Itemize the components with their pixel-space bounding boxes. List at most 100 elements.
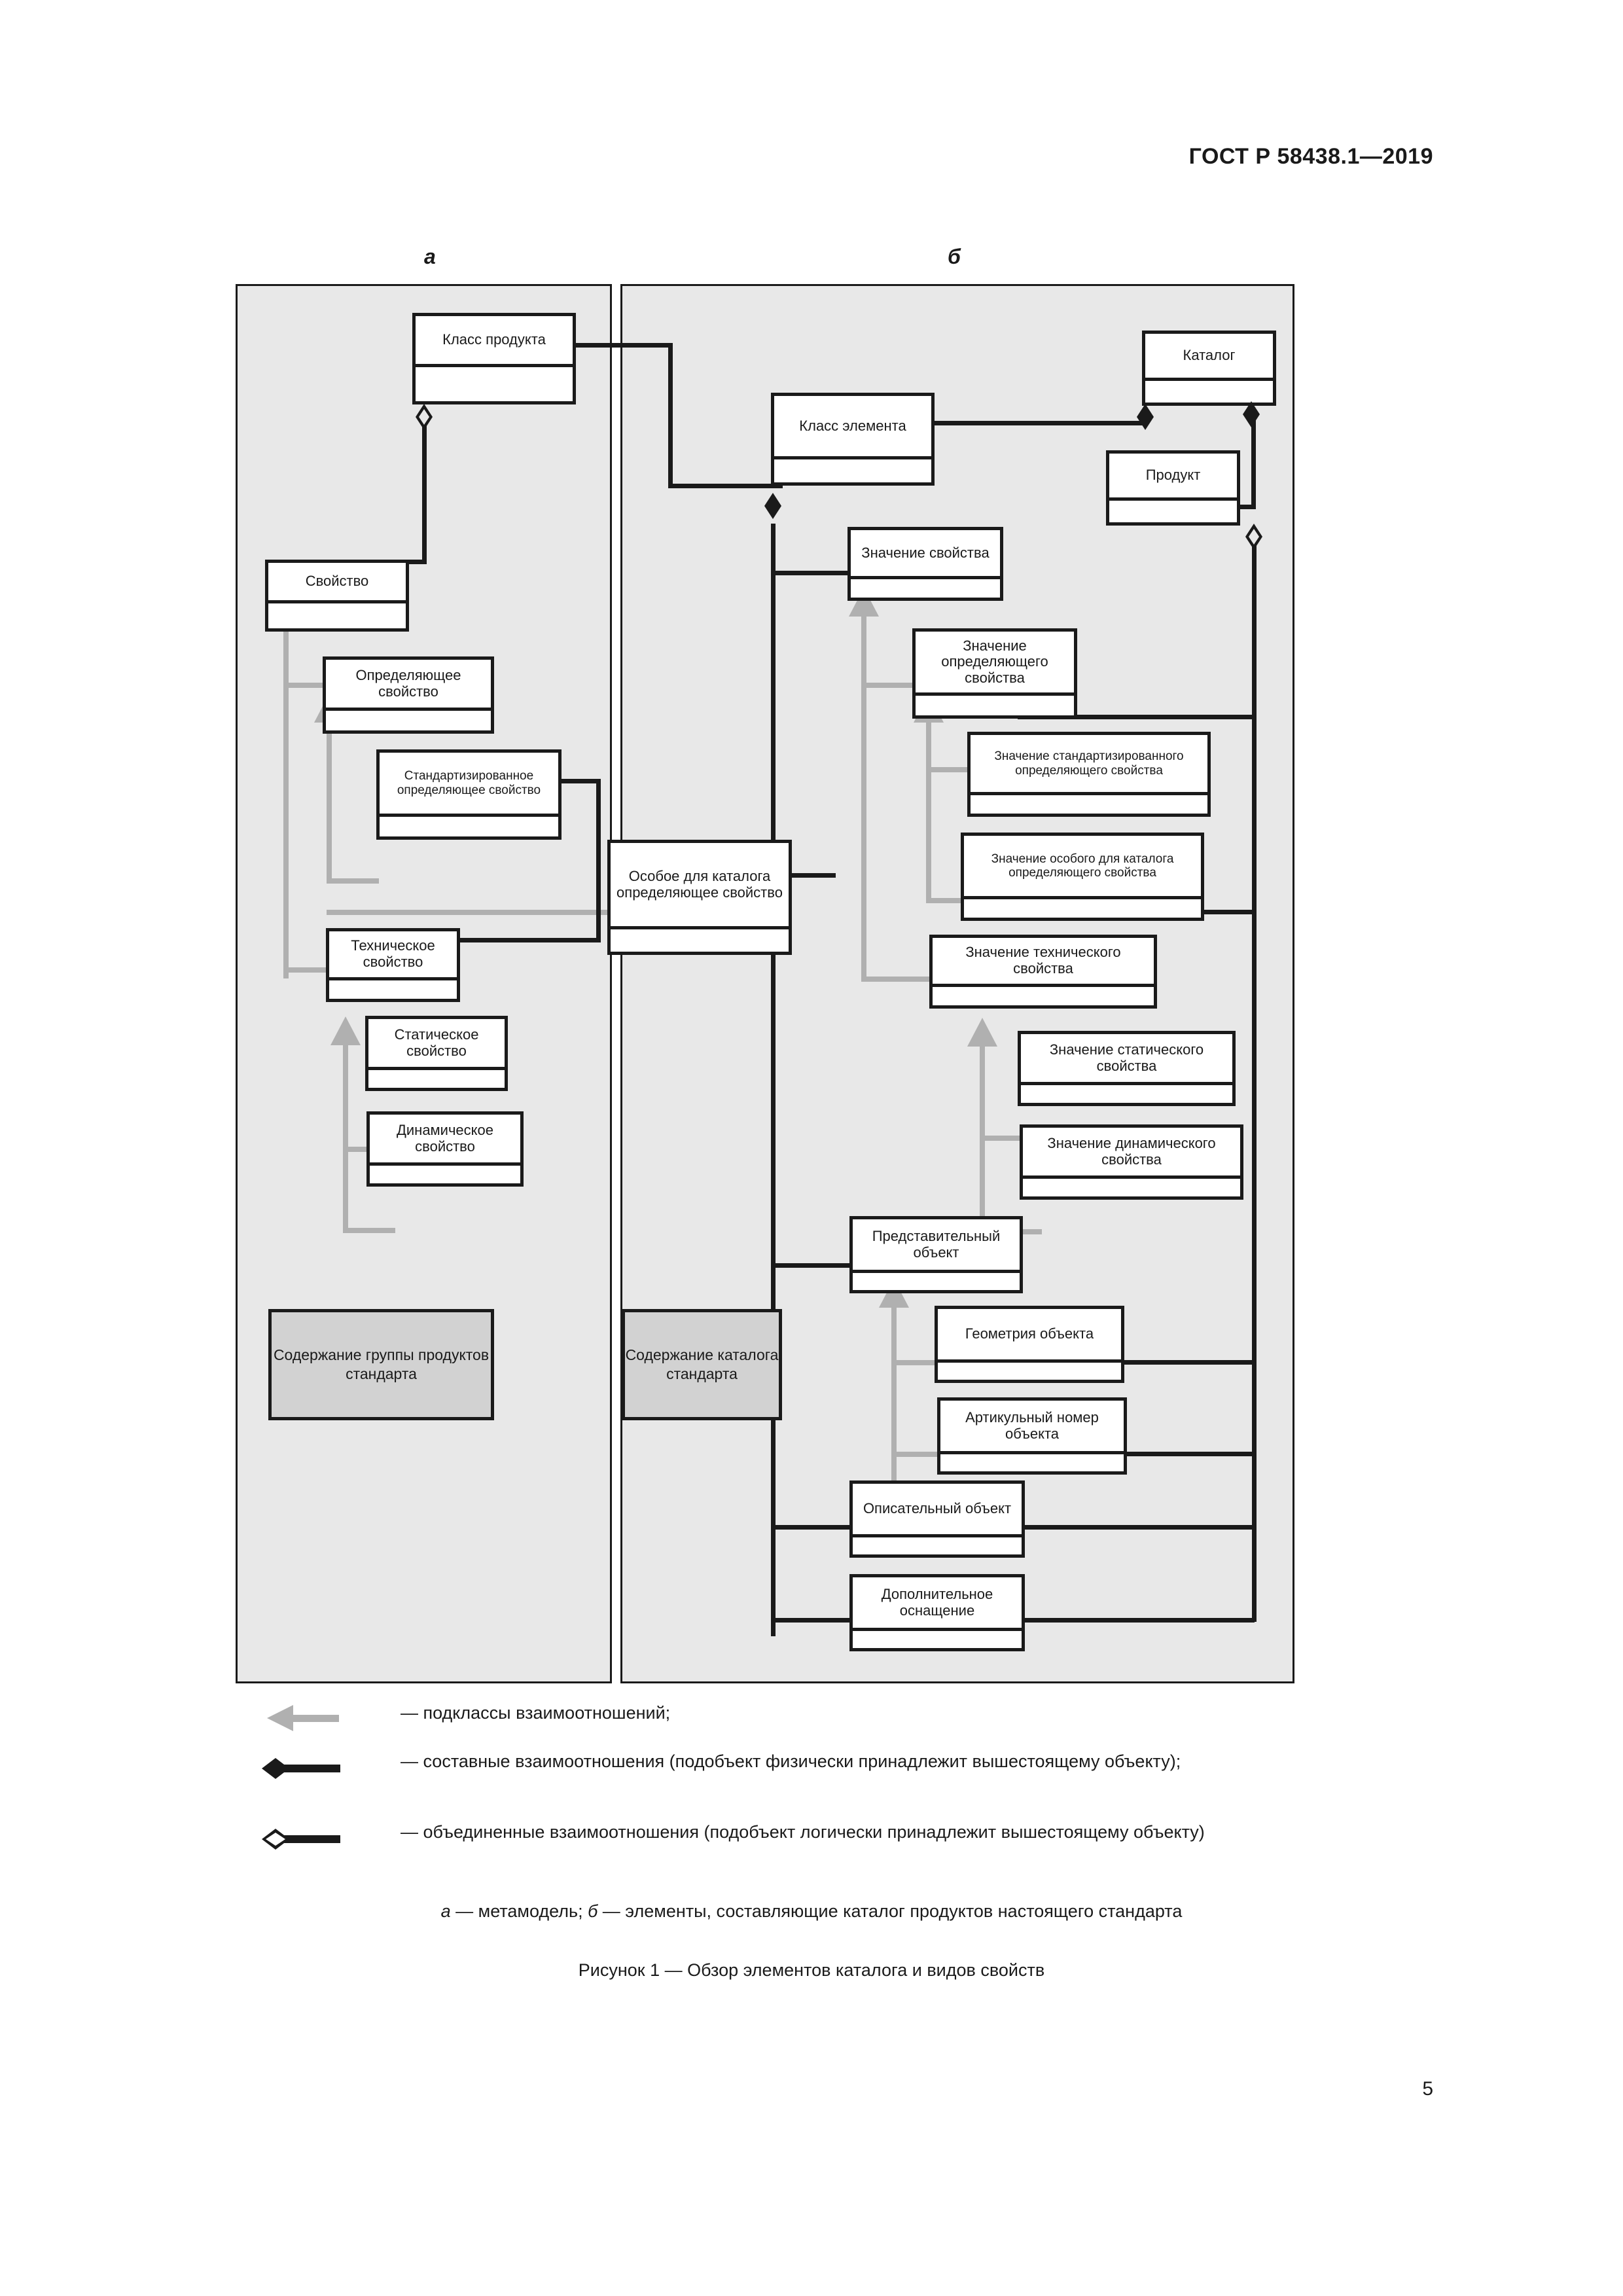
generalization-spine-property [283,602,289,978]
class-box-dynamic-property-value[interactable]: Значение динамического свойства [1020,1124,1243,1200]
class-title: Статическое свойство [368,1019,505,1070]
generalization-spine-defining-property-value [926,720,931,903]
branch-representative-object [771,1263,849,1268]
class-box-defining-property-value[interactable]: Значение определяющего свойства [912,628,1077,719]
class-title: Свойство [268,563,406,603]
connector-catalog-specific-defining-property-stub [795,873,836,878]
generalization-link-catalog-specific-defining-property-value [926,898,969,903]
class-box-static-property-value[interactable]: Значение статического свойства [1018,1031,1236,1106]
legend-text-aggregation: — объединенные взаимоотношения (подобъек… [401,1822,1205,1842]
generalization-link-standardized-defining-property [327,878,379,884]
class-box-static-property[interactable]: Статическое свойство [365,1016,508,1091]
class-title: Значение особого для каталога определяющ… [964,836,1201,899]
legend-text-composition: — составные взаимоотношения (подобъект ф… [401,1751,1181,1771]
class-title: Продукт [1109,454,1237,501]
class-title: Артикульный номер объекта [940,1401,1124,1454]
generalization-link-defining-property [283,683,326,688]
panel-label-a: а [424,245,436,268]
class-attributes [380,817,558,901]
class-attributes [416,367,573,452]
class-title: Значение статического свойства [1021,1034,1232,1085]
branch-descriptive-object [975,1525,1255,1530]
connector-product-class-to-element-class-h2 [668,484,783,488]
figure-caption: Рисунок 1 — Обзор элементов каталога и в… [578,1960,1045,1980]
composition-diamond-element-class-trunk [764,493,781,519]
legend-marker-aggregation-icon [262,1826,340,1852]
class-title: Значение динамического свойства [1023,1128,1240,1179]
legend-text-subclass: — подклассы взаимоотношений; [401,1703,671,1723]
class-box-standardized-defining-property-value[interactable]: Значение стандартизированного определяющ… [967,732,1211,817]
connector-technical-property-right [438,938,601,942]
class-title: Значение определяющего свойства [916,632,1074,696]
branch-property-value [771,571,849,575]
generalization-link-technical-property-value [861,977,940,982]
branch-additional-equipment [975,1618,1255,1623]
class-attributes [370,1166,520,1234]
class-box-property[interactable]: Свойство [265,560,409,632]
generalization-spine-defining-property [327,720,332,884]
connector-product-class-to-element-class-v [668,343,673,488]
class-box-technical-property[interactable]: Техническое свойство [326,928,460,1002]
page-number: 5 [1422,2078,1433,2100]
class-title: Значение свойства [851,530,1000,579]
class-title: Каталог [1145,334,1273,381]
figure-note-b-mark: б [588,1901,598,1921]
class-attributes [611,929,789,1038]
class-box-technical-property-value[interactable]: Значение технического свойства [929,935,1157,1009]
class-box-property-value[interactable]: Значение свойства [847,527,1003,601]
generalization-link-defining-property-value [861,683,914,688]
class-box-standardized-defining-property[interactable]: Стандартизированное определяющее свойств… [376,749,562,840]
trunk-element-class-vertical [771,524,776,1636]
connector-product-class-property-v [422,424,427,563]
class-box-dynamic-property[interactable]: Динамическое свойство [366,1111,524,1187]
class-attributes [1023,1179,1240,1247]
content-box-product-group[interactable]: Содержание группы продуктов стандарта [268,1309,494,1420]
class-attributes [1109,501,1237,569]
generalization-link-dynamic-property [343,1228,395,1233]
connector-standardized-defining-property-v [596,779,601,942]
composition-diamond-catalog-product [1243,401,1260,427]
class-title: Стандартизированное определяющее свойств… [380,753,558,817]
generalization-link-catalog-specific-defining-property [327,910,615,915]
connector-element-class-to-catalog [933,421,1145,425]
content-box-catalog[interactable]: Содержание каталога стандарта [622,1309,782,1420]
connector-product-class-to-element-class-h1 [576,343,673,348]
class-title: Динамическое свойство [370,1115,520,1166]
class-box-descriptive-object[interactable]: Описательный объект [849,1480,1025,1558]
generalization-link-standardized-defining-property-value [926,767,969,772]
class-box-catalog[interactable]: Каталог [1142,331,1276,406]
class-title: Техническое свойство [329,931,457,980]
aggregation-diamond-product-class-property [416,404,433,430]
generalization-spine-technical-property [343,1043,348,1233]
class-title: Класс продукта [416,316,573,367]
generalization-link-static-property-value [980,1136,1042,1141]
legend-marker-subclass-arrow-icon [267,1705,339,1731]
class-box-element-class[interactable]: Класс элемента [771,393,935,486]
branch-descriptive-object-left [771,1525,849,1530]
class-box-product[interactable]: Продукт [1106,450,1240,526]
class-title: Значение технического свойства [933,938,1154,987]
class-box-catalog-specific-defining-property[interactable]: Особое для каталога определяющее свойств… [607,840,792,955]
figure-note-b-text: — элементы, составляющие каталог продукт… [597,1901,1183,1921]
document-header: ГОСТ Р 58438.1—2019 [1188,144,1433,169]
branch-additional-equipment-left [771,1618,849,1623]
trunk-product-vertical [1252,543,1257,1622]
branch-object-article-number [1056,1452,1255,1456]
class-box-object-geometry[interactable]: Геометрия объекта [935,1306,1124,1383]
composition-diamond-catalog-element [1137,404,1154,430]
class-box-defining-property[interactable]: Определяющее свойство [323,656,494,734]
class-box-additional-equipment[interactable]: Дополнительное оснащение [849,1574,1025,1651]
class-box-representative-object[interactable]: Представительный объект [849,1216,1023,1293]
legend-marker-composition-icon [262,1755,340,1782]
class-title: Геометрия объекта [938,1309,1121,1363]
class-box-product-class[interactable]: Класс продукта [412,313,576,404]
generalization-arrow-technical-property [330,1016,361,1045]
class-box-catalog-specific-defining-property-value[interactable]: Значение особого для каталога определяющ… [961,833,1204,921]
figure-note-a-text: — метамодель; [450,1901,588,1921]
class-title: Особое для каталога определяющее свойств… [611,843,789,929]
connector-standardized-defining-property-right [560,779,601,783]
generalization-link-object-article-number [891,1452,950,1457]
class-title: Представительный объект [853,1219,1020,1273]
class-box-object-article-number[interactable]: Артикульный номер объекта [937,1397,1127,1475]
